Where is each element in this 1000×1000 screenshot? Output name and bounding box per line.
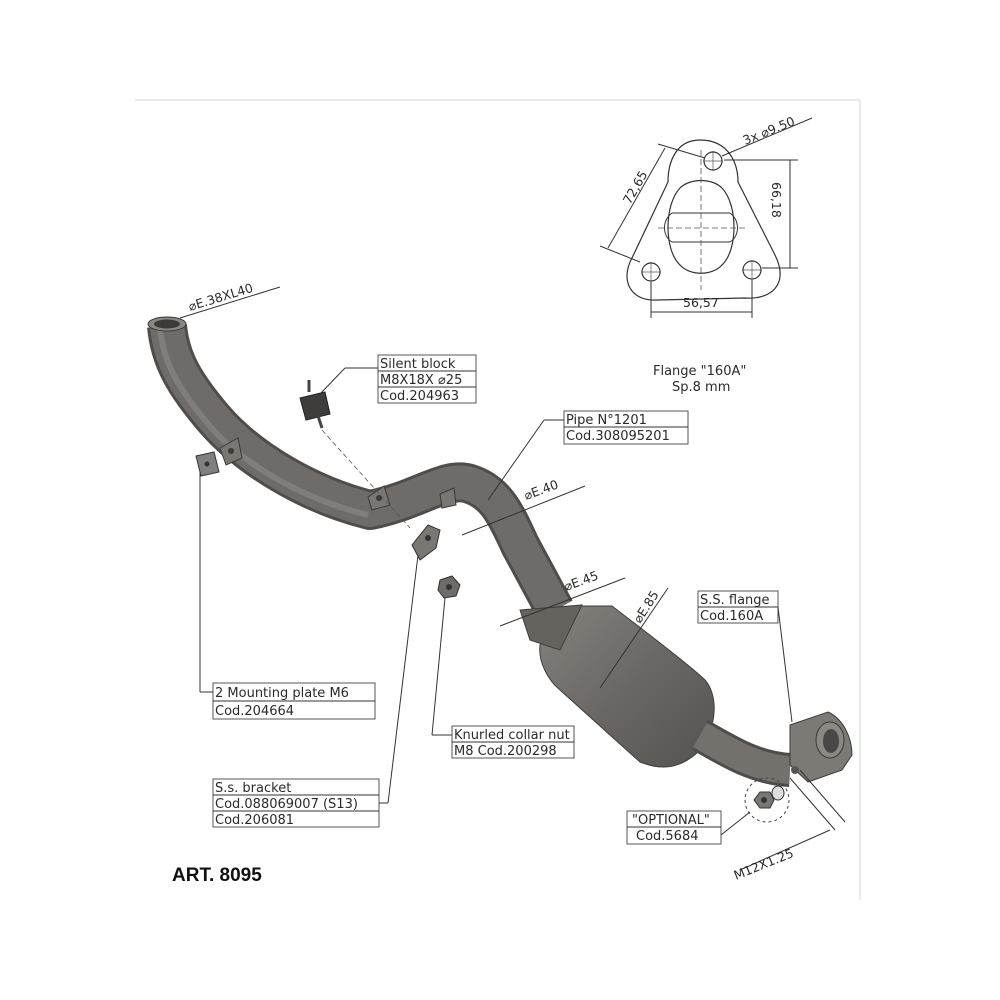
- dim-height-text: 66,18: [769, 182, 784, 218]
- diam-40-leader: [461, 485, 586, 536]
- pipe-line2: Cod.308095201: [566, 429, 670, 444]
- optional-line2: Cod.5684: [636, 829, 699, 844]
- pipe-inlet-opening: [154, 319, 180, 329]
- outlet-stud: [791, 766, 799, 774]
- dim-diag-line: [607, 147, 666, 249]
- ss-flange-leader: [777, 606, 793, 723]
- dim-width-text: 56,57: [683, 295, 719, 310]
- exhaust-pipe-assembly: [147, 316, 853, 787]
- inlet-leader: [179, 286, 281, 319]
- thread-dim-line: [789, 777, 836, 831]
- ss-bracket-part: [411, 524, 441, 561]
- diam-85-leader: [599, 587, 669, 689]
- silent-block-axis: [321, 429, 411, 529]
- collar-nut-line1: Knurled collar nut: [454, 728, 570, 743]
- silent-block-callout-box: [377, 354, 477, 404]
- article-number: ART. 8095: [172, 865, 262, 886]
- optional-highlight-circle: [744, 777, 790, 823]
- mounting-tab-right: [439, 487, 457, 509]
- pipe-outlet: [693, 722, 792, 784]
- flange-title: Flange "160A": [653, 364, 746, 379]
- flange-thickness: Sp.8 mm: [672, 380, 730, 395]
- mounting-plate-line2: Cod.204664: [215, 704, 294, 719]
- bracket-line3: Cod.206081: [215, 813, 294, 828]
- pipe-highlight: [157, 327, 369, 518]
- diam-45-leader: [499, 577, 626, 627]
- mounting-plate-line1: 2 Mounting plate M6: [215, 686, 349, 701]
- collar-nut-line2: M8 Cod.200298: [454, 744, 557, 759]
- thread-label: M12X1.25: [732, 845, 796, 883]
- ss-flange-line2: Cod.160A: [700, 609, 763, 624]
- flange-outline: [626, 139, 781, 301]
- pipe-body: [150, 324, 570, 619]
- silent-block-part: [299, 380, 331, 429]
- inlet-diameter-label: ⌀E.38XL40: [186, 280, 254, 314]
- cat-inlet-cone: [519, 604, 583, 651]
- diam-85-label: ⌀E.85: [630, 588, 662, 626]
- silent-block-line1: Silent block: [380, 357, 456, 372]
- dim-holes-text: 3x ⌀9.50: [741, 113, 797, 147]
- pipe-body-shadow: [147, 323, 573, 620]
- dim-diag-text: 72,65: [620, 168, 651, 207]
- bracket-line2: Cod.088069007 (S13): [215, 797, 358, 812]
- silent-block-line2: M8X18X ⌀25: [380, 373, 462, 388]
- pipe-line1: Pipe N°1201: [566, 413, 647, 428]
- ss-flange-line1: S.S. flange: [700, 593, 770, 608]
- outlet-flange-port-inner: [823, 729, 839, 753]
- silent-block-line3: Cod.204963: [380, 389, 459, 404]
- bracket-line1: S.s. bracket: [215, 781, 291, 796]
- diam-40-label: ⌀E.40: [522, 477, 560, 503]
- flange-drawing: 3x ⌀9.50 72,65 66,18 56,57: [599, 113, 813, 318]
- optional-washer-part: [771, 785, 785, 801]
- optional-leader: [720, 811, 751, 836]
- dim-holes-leader: [721, 117, 813, 157]
- optional-line1: "OPTIONAL": [632, 813, 710, 828]
